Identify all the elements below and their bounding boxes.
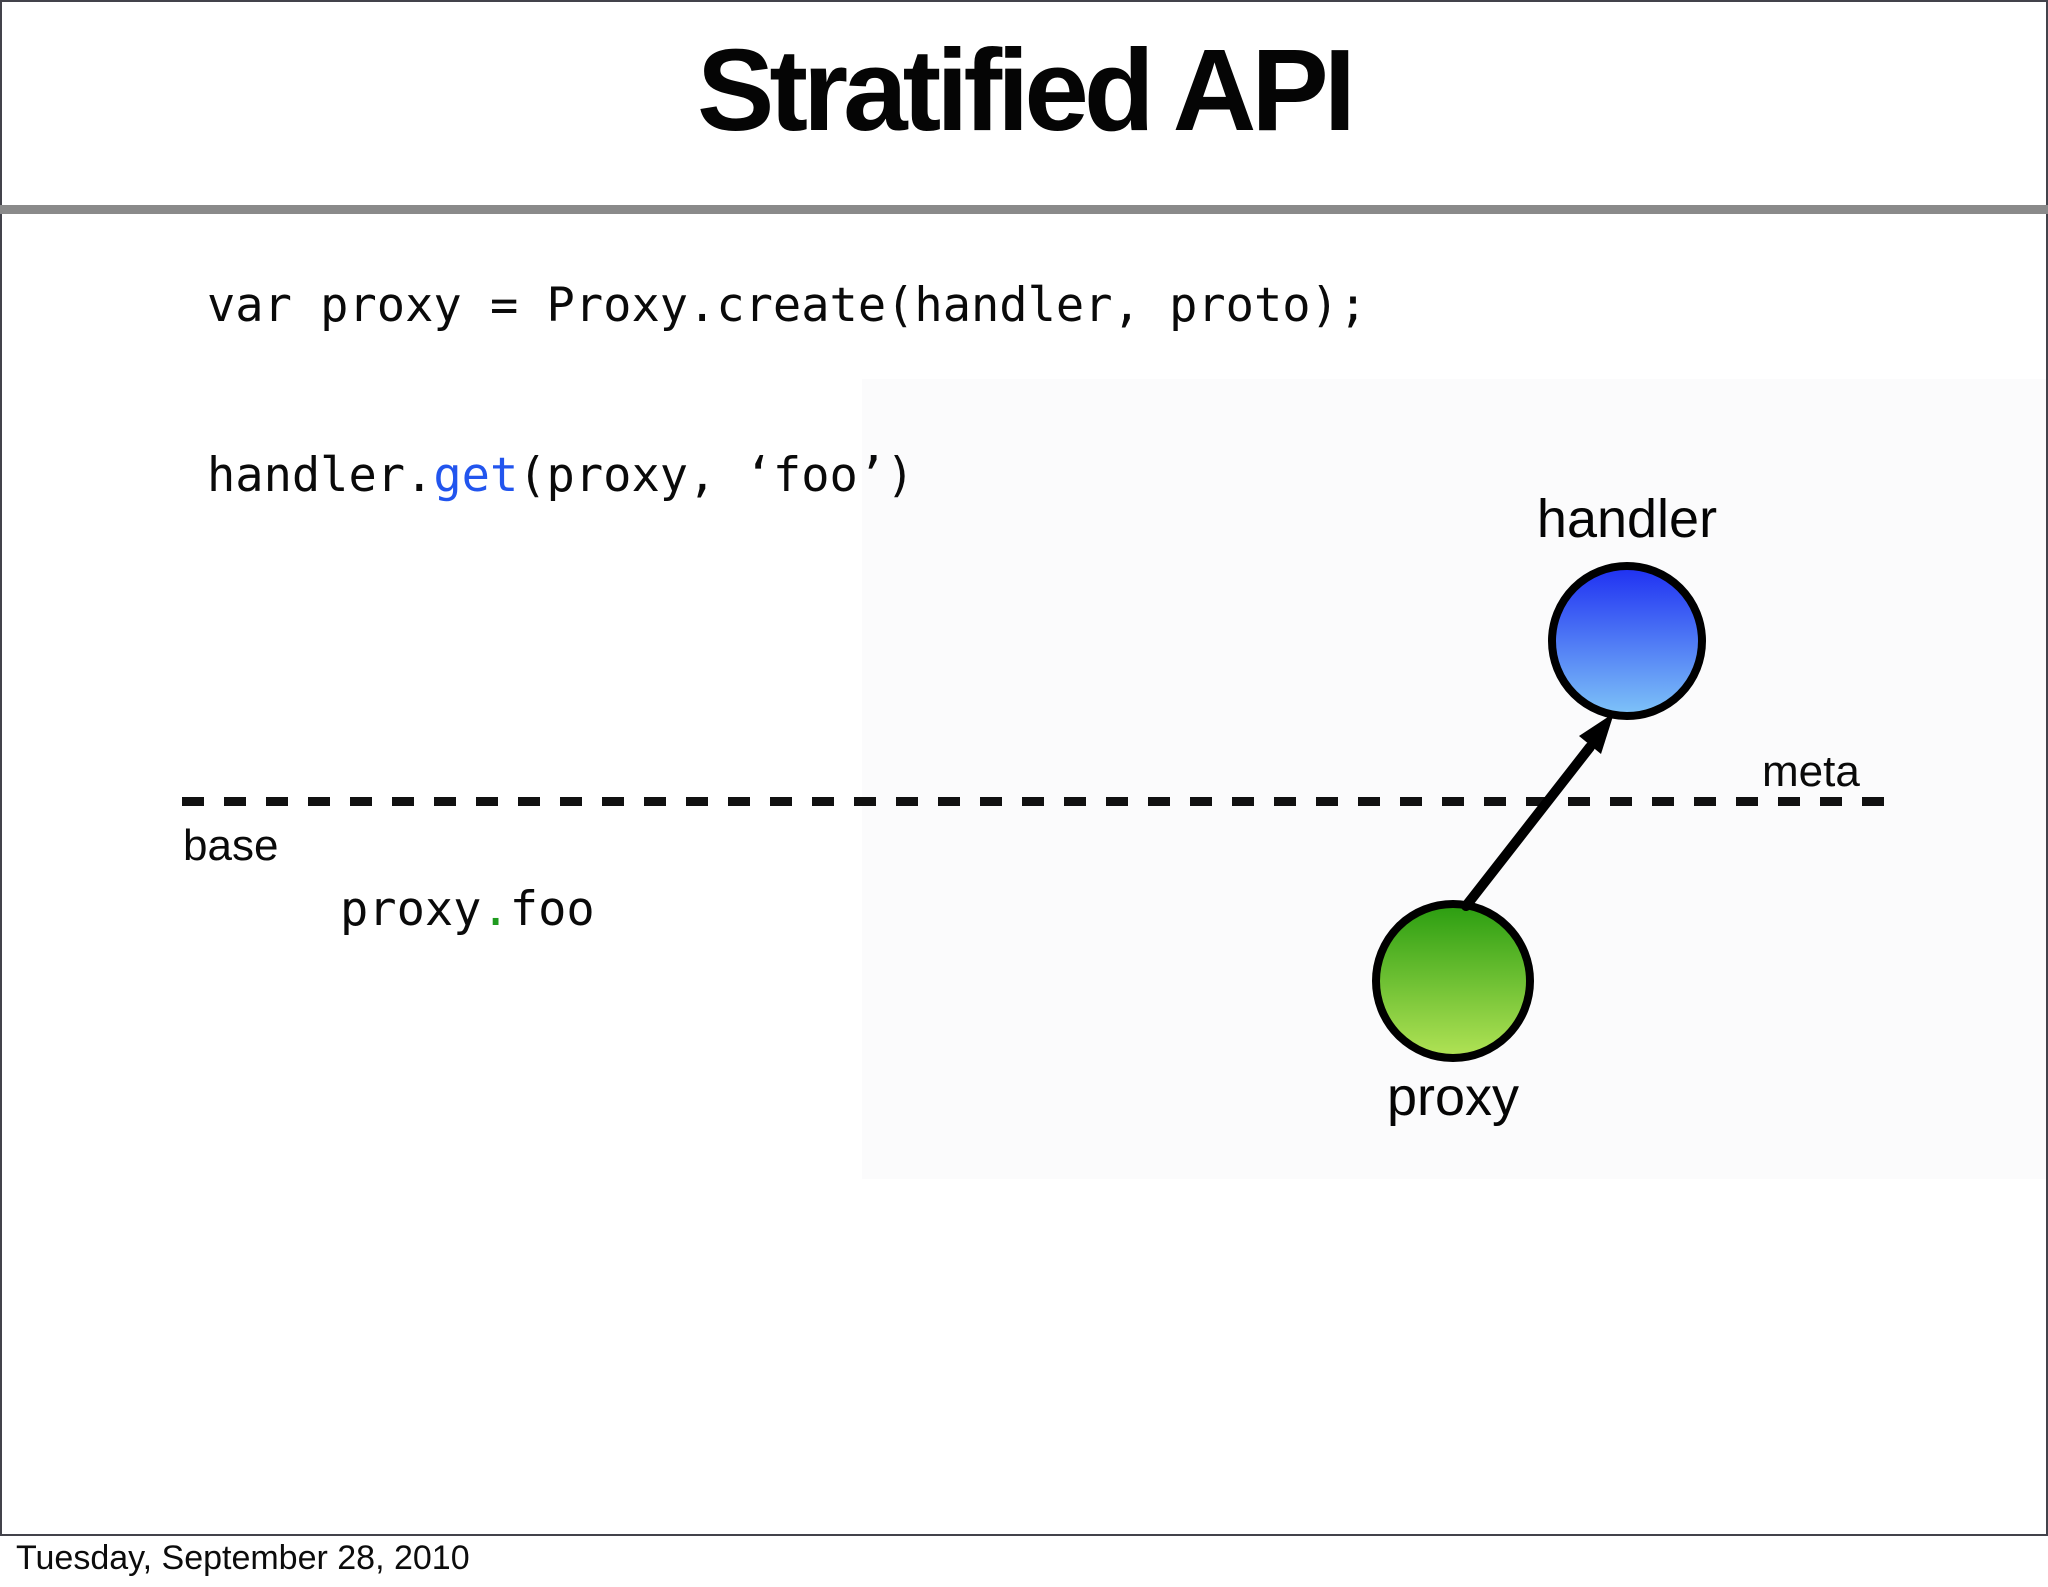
meta-base-divider <box>182 797 1894 806</box>
code-base-expr: proxy.foo <box>340 884 595 936</box>
code-base-object: proxy <box>340 882 482 937</box>
meta-layer-label: meta <box>1762 747 1860 796</box>
proxy-to-handler-arrow-shaft <box>1461 742 1595 911</box>
handler-node-circle <box>1548 562 1706 720</box>
proxy-to-handler-arrow-head <box>1579 713 1614 754</box>
code-args: (proxy, ‘foo’) <box>518 448 915 503</box>
code-base-dot: . <box>481 882 510 937</box>
proxy-node-circle <box>1372 900 1534 1062</box>
slide: Stratified API var proxy = Proxy.create(… <box>0 0 2048 1536</box>
title-divider <box>0 205 2048 214</box>
handler-node-label: handler <box>1536 489 1718 549</box>
code-method-get: get <box>433 448 519 503</box>
base-layer-label: base <box>183 821 279 870</box>
diagram-figure <box>1372 562 1706 1062</box>
slide-title: Stratified API <box>696 25 1356 155</box>
code-meta-call: handler.get(proxy, ‘foo’) <box>207 450 914 502</box>
code-object: handler. <box>207 448 434 503</box>
proxy-node-label: proxy <box>1386 1067 1520 1127</box>
code-declaration: var proxy = Proxy.create(handler, proto)… <box>207 278 1368 333</box>
code-base-property: foo <box>509 882 595 937</box>
slide-date: Tuesday, September 28, 2010 <box>16 1539 470 1577</box>
